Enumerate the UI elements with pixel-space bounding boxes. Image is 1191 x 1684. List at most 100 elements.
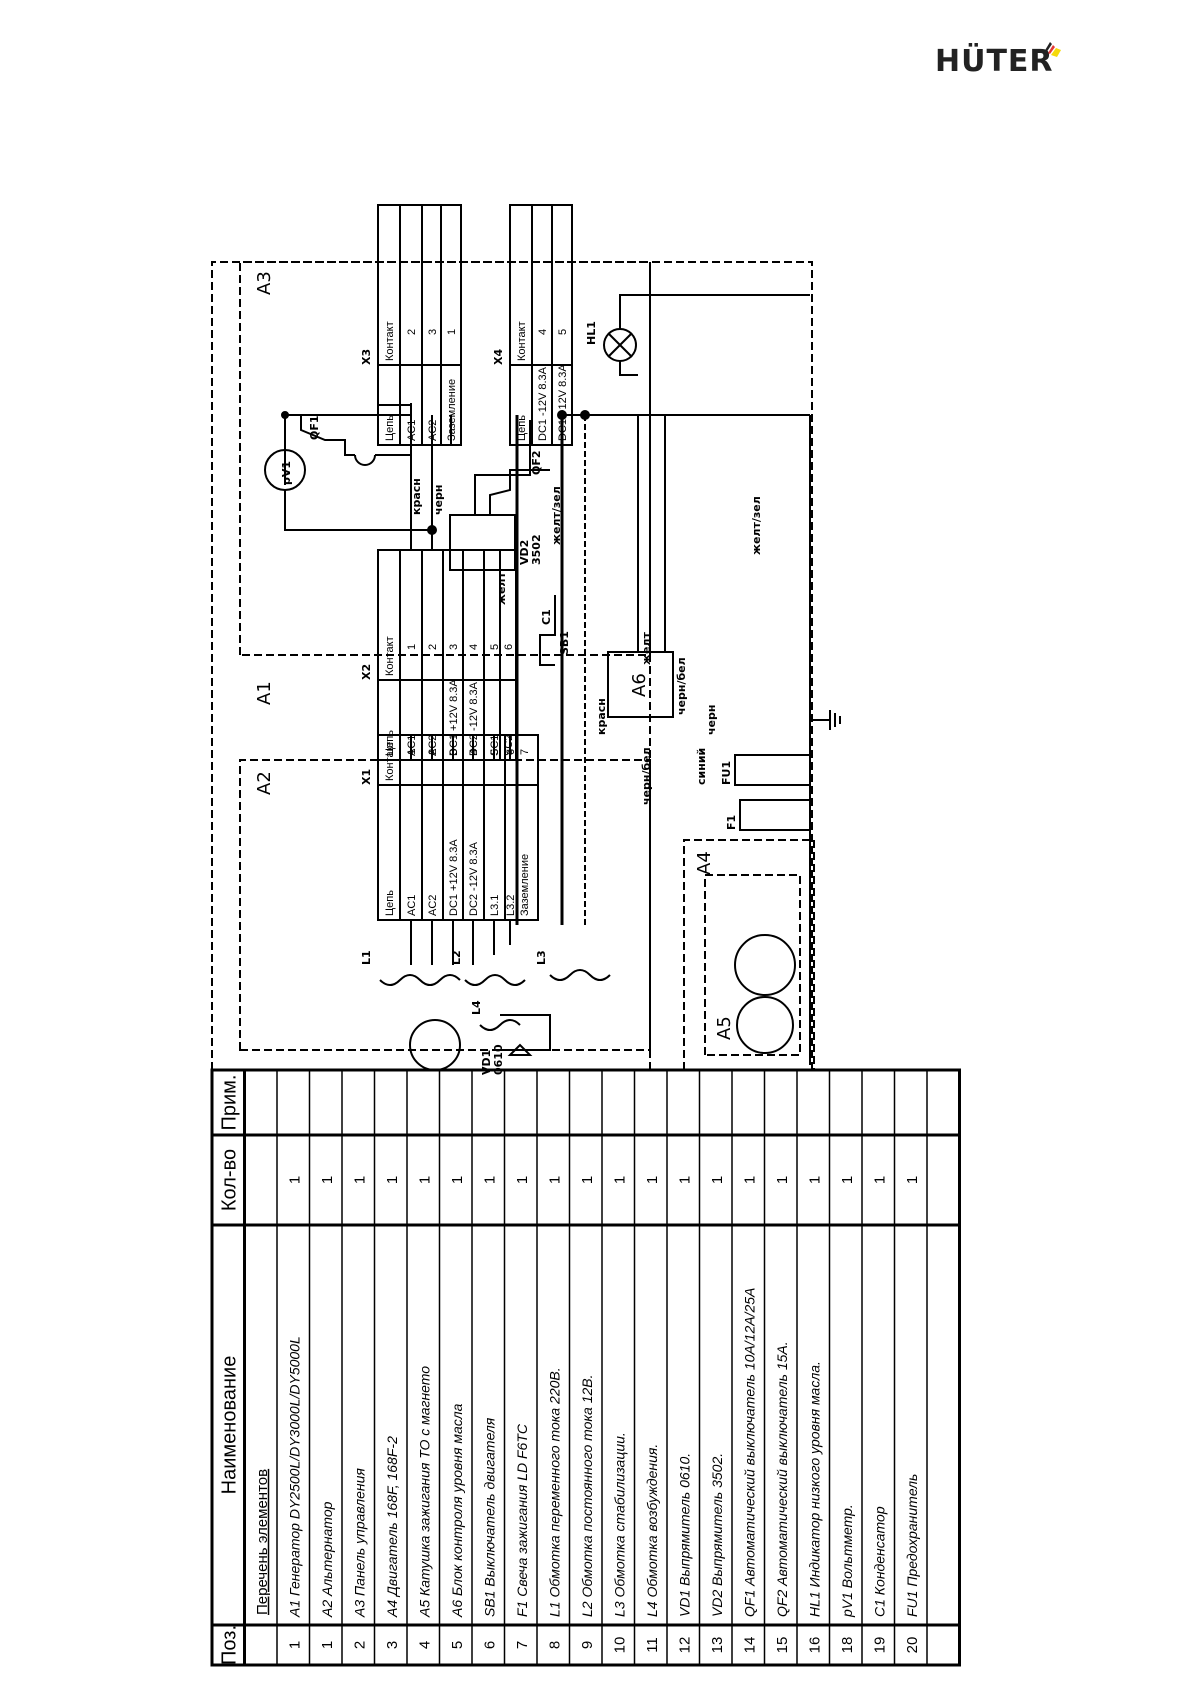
- x1-row-contact: 2: [427, 749, 439, 755]
- block-a1-frame: [211, 261, 813, 1071]
- table-row-qty: 1: [806, 1176, 823, 1184]
- block-a2-frame: [239, 759, 651, 1051]
- table-row-pos: 8: [546, 1641, 563, 1649]
- hl1-label: HL1: [585, 321, 598, 345]
- table-row-name: pV1 Вольтметр.: [839, 1504, 855, 1618]
- x2-row-circuit: DC1 +12V 8.3A: [448, 679, 460, 756]
- spark-plug-f1-symbol: [739, 799, 811, 831]
- table-row-pos: 9: [579, 1641, 596, 1649]
- rotor-symbol: [409, 1019, 461, 1071]
- x4-row-circuit: DC1 +12V 8.3A: [557, 364, 569, 441]
- table-row-pos: 13: [709, 1637, 726, 1654]
- wire-zhelt-zel-label-2: желт/зел: [750, 496, 763, 555]
- header-pos: Поз.: [218, 1625, 240, 1665]
- x2-header-contact: Контакт: [384, 636, 396, 676]
- x4-row-contact: 4: [537, 329, 549, 335]
- x2-row-contact: 1: [406, 644, 418, 650]
- l1-label: L1: [360, 950, 373, 965]
- table-row-name: F1 Свеча зажигания LD F6TC: [514, 1423, 530, 1617]
- x1-row-circuit: L3.1: [489, 895, 501, 916]
- table-row-pos: 10: [611, 1637, 628, 1654]
- f1-label: F1: [725, 815, 738, 830]
- table-row-pos: 6: [481, 1641, 498, 1649]
- x1-row-contact: 3: [448, 749, 460, 755]
- wire-siniy-label: синий: [695, 748, 708, 785]
- table-row-pos: 15: [774, 1637, 791, 1654]
- table-row-qty: 1: [741, 1176, 758, 1184]
- x1-row-circuit: AC1: [406, 895, 418, 916]
- table-row-name: L3 Обмотка стабилизации.: [611, 1432, 627, 1617]
- table-row-name: FU1 Предохранитель: [904, 1474, 920, 1617]
- x1-row-circuit: L3.2: [505, 895, 517, 916]
- x2-row-circuit: SC2: [503, 735, 515, 756]
- winding-l3-symbol: [549, 969, 611, 981]
- x2-row-circuit: SC1: [489, 735, 501, 756]
- x4-label: X4: [492, 349, 505, 365]
- diode-vd1-symbol: [507, 1043, 533, 1056]
- header-note: Прим.: [218, 1075, 240, 1131]
- x3-header-contact: Контакт: [384, 321, 396, 361]
- table-row-pos: 4: [416, 1641, 433, 1649]
- table-row-name: A1 Генератор DY2500L/DY3000L/DY5000L: [286, 1336, 302, 1618]
- x2-label: X2: [360, 664, 373, 680]
- table-row-qty: 1: [416, 1176, 433, 1184]
- qf1-label: QF1: [308, 415, 321, 440]
- table-row-pos: 7: [514, 1641, 531, 1649]
- c1-label: C1: [540, 609, 553, 625]
- table-row-pos: 5: [449, 1641, 466, 1649]
- table-row-name: A2 Альтернатор: [319, 1501, 335, 1618]
- table-row-qty: 1: [481, 1176, 498, 1184]
- table-row-name: A3 Панель управления: [351, 1468, 367, 1618]
- x3-row-contact: 1: [446, 329, 458, 335]
- vd1-label: VD1: [480, 1050, 493, 1075]
- x1-row-circuit: Заземление: [519, 854, 531, 916]
- wire-chern-label: черн: [432, 485, 445, 516]
- x3-row-contact: 3: [427, 329, 439, 335]
- x1-row-circuit: AC2: [427, 895, 439, 916]
- connector-x1: [377, 734, 539, 921]
- table-row-qty: 1: [286, 1176, 303, 1184]
- x2-row-contact: 6: [503, 644, 515, 650]
- x1-row-circuit: DC2 -12V 8.3A: [468, 841, 480, 916]
- x4-row-contact: 5: [557, 329, 569, 335]
- table-row-qty: 1: [709, 1176, 726, 1184]
- vd2-model: 3502: [530, 534, 543, 565]
- x2-row-contact: 2: [427, 644, 439, 650]
- table-row-name: L1 Обмотка переменного тока 220В.: [546, 1367, 562, 1617]
- table-row-qty: 1: [904, 1176, 921, 1184]
- table-row-name: A5 Катушка зажигания ТО с магнето: [416, 1366, 432, 1618]
- table-row-pos: 14: [741, 1637, 758, 1654]
- x3-row-circuit: Заземление: [446, 379, 458, 441]
- block-a6-label: A6: [629, 673, 650, 697]
- x4-row-circuit: DC1 -12V 8.3A: [537, 366, 549, 441]
- table-row-name: VD1 Выпрямитель 0610.: [676, 1453, 692, 1617]
- table-row-name: QF2 Автоматический выключатель 15A.: [774, 1341, 790, 1617]
- table-row-qty: 1: [644, 1176, 661, 1184]
- table-row-pos: 20: [904, 1637, 921, 1654]
- header-name: Наименование: [218, 1356, 240, 1495]
- table-row-qty: 1: [384, 1176, 401, 1184]
- brand-logo: HÜTER: [935, 44, 1054, 79]
- table-row-qty: 1: [676, 1176, 693, 1184]
- l2-label: L2: [450, 950, 463, 965]
- table-row-qty: 1: [579, 1176, 596, 1184]
- table-row-qty: 1: [774, 1176, 791, 1184]
- table-row-pos: 11: [644, 1637, 661, 1653]
- table-row-pos: 18: [839, 1637, 856, 1654]
- x4-header-contact: Контакт: [516, 321, 528, 361]
- vd2-label: VD2: [518, 540, 531, 565]
- table-row-pos: 16: [806, 1637, 823, 1654]
- x2-row-contact: 5: [489, 644, 501, 650]
- pv1-label: pV1: [280, 461, 293, 485]
- x3-label: X3: [360, 349, 373, 365]
- fuse-fu1-symbol: [734, 754, 811, 786]
- wire-chern-label-2: черн: [705, 705, 718, 736]
- block-a1-label: A1: [254, 681, 275, 705]
- x1-header-circuit: Цепь: [384, 890, 396, 916]
- x3-row-contact: 2: [406, 329, 418, 335]
- wire-krasn-label: красн: [410, 478, 423, 515]
- x2-row-contact: 3: [448, 644, 460, 650]
